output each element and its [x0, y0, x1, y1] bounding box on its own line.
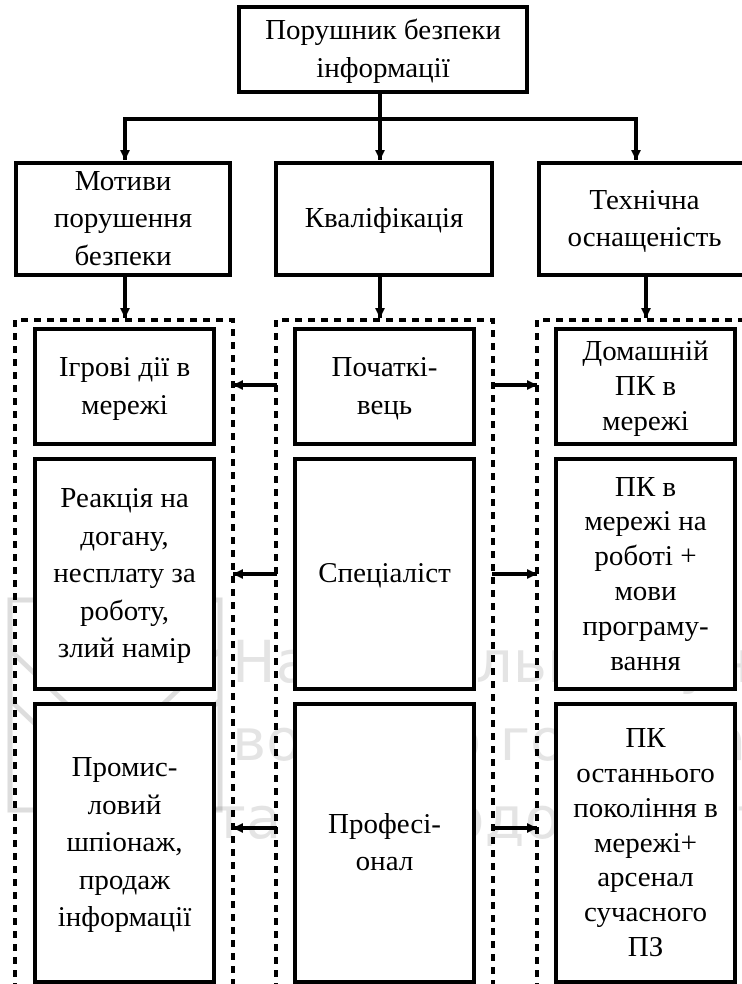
item-technical-3-label: ПК останнього покоління в мережі+ арсена…	[573, 722, 718, 963]
group-technical-outline	[535, 318, 742, 984]
group-qualification-outline	[274, 318, 495, 984]
item-motives-3-label: Промис- ловий шпіонаж, продаж інформації	[57, 751, 192, 934]
header-technical-label: Технічна оснащеність	[567, 183, 722, 253]
item-technical-1: Домашній ПК в мережі	[554, 327, 737, 446]
item-motives-3: Промис- ловий шпіонаж, продаж інформації	[33, 702, 216, 984]
item-qualification-2: Спеціаліст	[293, 457, 476, 691]
item-technical-2: ПК в мережі на роботі + мови програму- в…	[554, 457, 737, 691]
item-motives-2: Реакція на догану, несплату за роботу, з…	[33, 457, 216, 691]
item-technical-2-label: ПК в мережі на роботі + мови програму- в…	[582, 470, 709, 677]
item-motives-1: Ігрові дії в мережі	[33, 327, 216, 446]
item-qualification-3-label: Професі- онал	[328, 807, 441, 877]
item-motives-2-label: Реакція на догану, несплату за роботу, з…	[53, 482, 196, 665]
item-qualification-3: Професі- онал	[293, 702, 476, 984]
root-box: Порушник безпеки інформації	[237, 5, 529, 94]
item-qualification-2-label: Спеціаліст	[318, 557, 451, 590]
root-label: Порушник безпеки інформації	[265, 14, 501, 84]
header-qualification-label: Кваліфікація	[304, 202, 464, 235]
group-motives-outline	[13, 318, 235, 984]
header-technical: Технічна оснащеність	[537, 161, 742, 277]
item-qualification-1: Початкі- вець	[293, 327, 476, 446]
item-technical-1-label: Домашній ПК в мережі	[582, 335, 709, 437]
item-qualification-1-label: Початкі- вець	[331, 351, 438, 421]
header-motives-label: Мотиви порушення безпеки	[53, 164, 193, 272]
item-motives-1-label: Ігрові дії в мережі	[58, 351, 191, 421]
header-qualification: Кваліфікація	[274, 161, 494, 277]
header-motives: Мотиви порушення безпеки	[14, 161, 232, 277]
item-technical-3: ПК останнього покоління в мережі+ арсена…	[554, 702, 737, 984]
